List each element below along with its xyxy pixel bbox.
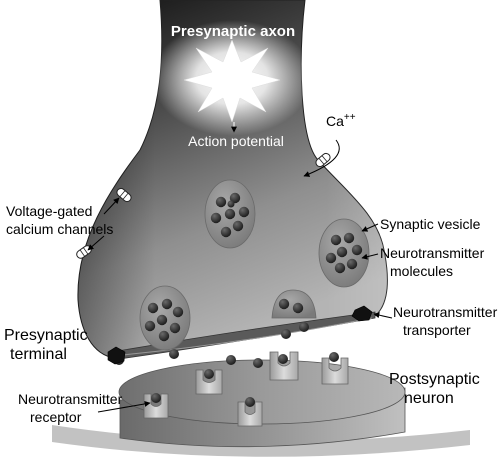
- label-synaptic-vesicle: Synaptic vesicle: [380, 216, 481, 232]
- synaptic-vesicle: [204, 179, 256, 249]
- labels: Presynaptic axon Action potential Ca++ V…: [4, 23, 498, 425]
- label-presynaptic-axon: Presynaptic axon: [171, 23, 295, 40]
- label-nt-transporter-line1: Neurotransmitter: [393, 304, 498, 320]
- synaptic-vesicles: [139, 179, 370, 351]
- label-voltage-gated-line2: calcium channels: [6, 221, 113, 237]
- label-nt-receptor-line2: receptor: [30, 409, 82, 425]
- synaptic-vesicle: [318, 218, 370, 288]
- label-nt-transporter-line2: transporter: [403, 322, 471, 338]
- label-nt-molecules-line1: Neurotransmitter: [380, 245, 485, 261]
- receptor: [195, 369, 223, 395]
- label-nt-receptor-line1: Neurotransmitter: [18, 391, 123, 407]
- synaptic-vesicle-fusing: [271, 289, 317, 319]
- synaptic-vesicle: [139, 285, 191, 351]
- receptor: [321, 357, 349, 385]
- receptor: [237, 401, 263, 427]
- label-nt-molecules-line2: molecules: [390, 263, 453, 279]
- receptor: [143, 393, 169, 419]
- presynaptic-neuron: [77, 0, 388, 361]
- label-voltage-gated-line1: Voltage-gated: [6, 203, 92, 219]
- label-presynaptic-terminal-line2: terminal: [10, 346, 67, 363]
- annotation-arrows: [87, 122, 393, 413]
- receptor: [269, 351, 299, 381]
- action-potential-glow: [152, 20, 312, 136]
- neurotransmitter-transporters: [107, 305, 373, 365]
- label-calcium-ion: Ca++: [326, 112, 356, 129]
- label-presynaptic-terminal-line1: Presynaptic: [4, 327, 88, 344]
- label-postsynaptic-neuron-line2: neuron: [404, 390, 454, 407]
- label-postsynaptic-neuron-line1: Postsynaptic: [389, 371, 480, 388]
- neurotransmitter-receptors: [143, 351, 349, 427]
- label-action-potential: Action potential: [188, 133, 284, 149]
